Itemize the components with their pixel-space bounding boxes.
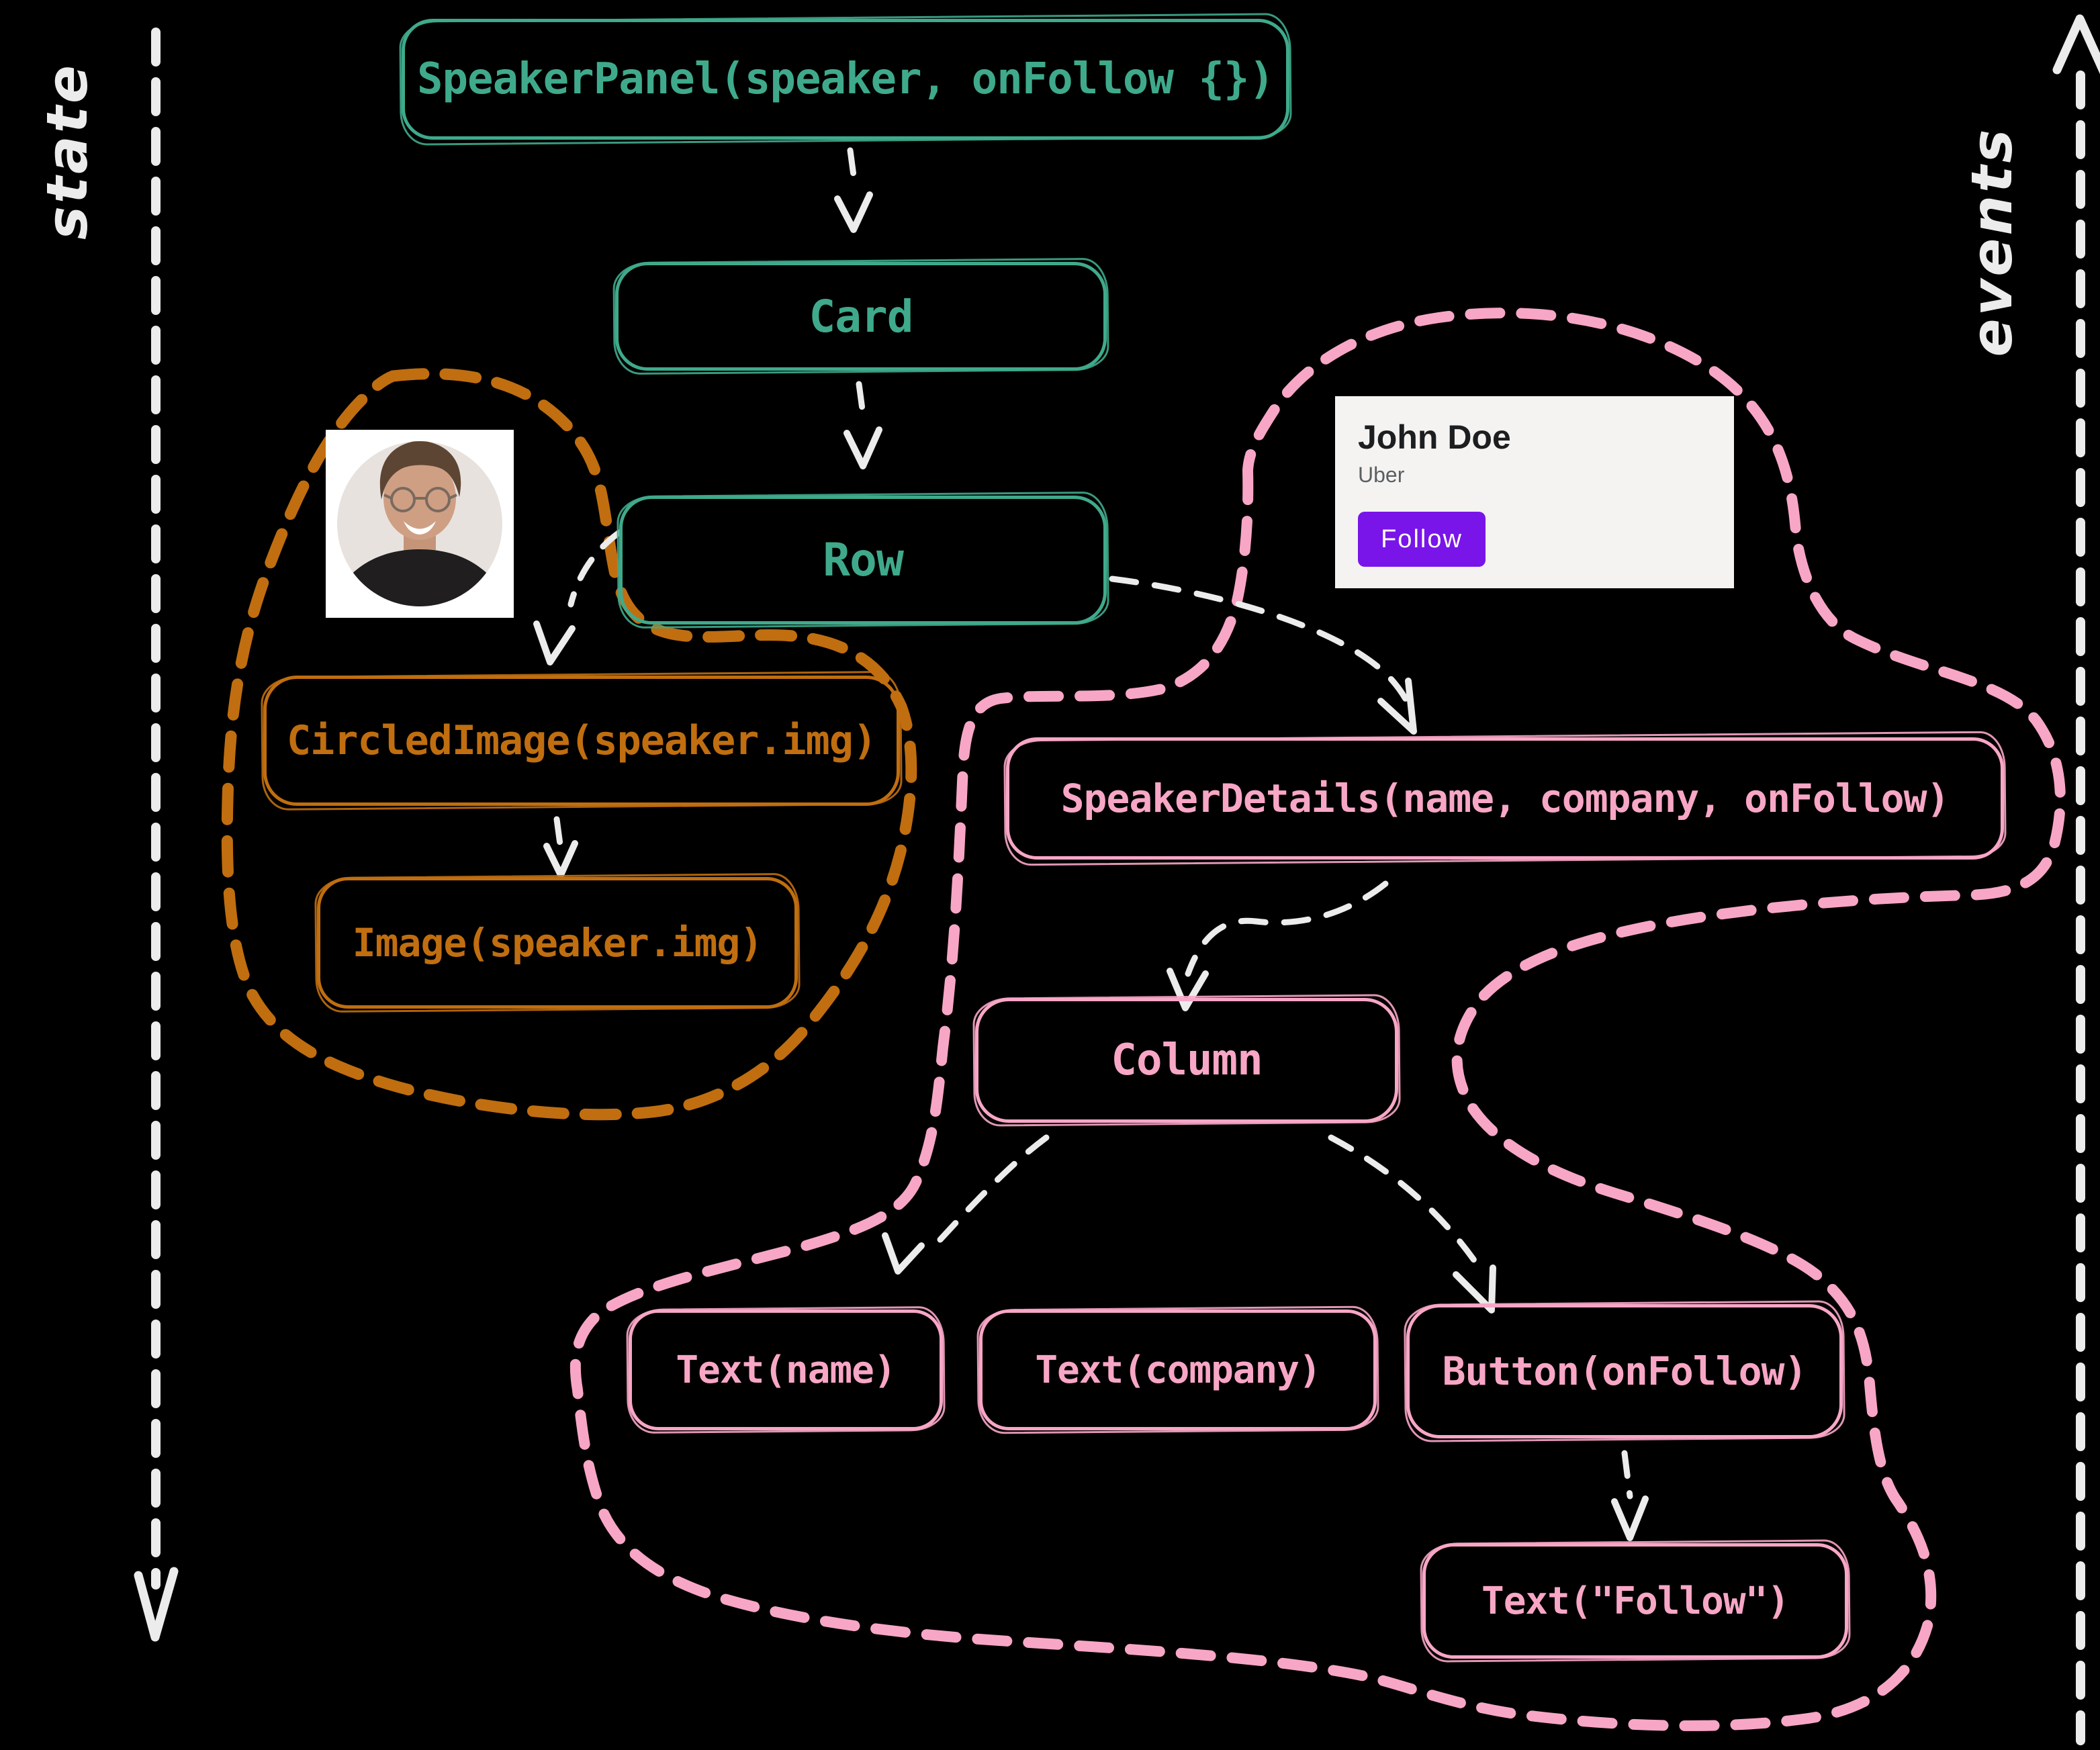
node-text-follow-label: Text("Follow") <box>1481 1579 1790 1623</box>
events-rail-label: events <box>1959 126 2025 357</box>
node-text-name: Text(name) <box>629 1309 943 1430</box>
follow-button[interactable]: Follow <box>1358 512 1486 567</box>
node-card-label: Card <box>809 290 914 342</box>
node-speaker-details-label: SpeakerDetails(name, company, onFollow) <box>1060 776 1950 821</box>
node-column-label: Column <box>1111 1035 1263 1085</box>
node-circled-image-label: CircledImage(speaker.img) <box>286 717 877 764</box>
arrow-card-to-row <box>843 381 882 469</box>
avatar-smile <box>404 521 436 535</box>
node-text-name-label: Text(name) <box>676 1348 896 1392</box>
node-text-company: Text(company) <box>979 1309 1377 1430</box>
node-column: Column <box>975 998 1398 1123</box>
arrow-speakerdetails-to-column <box>1167 880 1389 1011</box>
state-axis-arrow <box>134 28 179 1642</box>
node-speaker-panel: SpeakerPanel(speaker, onFollow {}) <box>402 19 1289 140</box>
node-speaker-details: SpeakerDetails(name, company, onFollow) <box>1006 737 2004 860</box>
arrow-circledimage-to-image <box>543 816 578 878</box>
node-image: Image(speaker.img) <box>317 877 798 1009</box>
arrow-row-to-circledimage <box>533 529 623 665</box>
arrow-button-to-textfollow <box>1611 1450 1649 1541</box>
events-axis-arrow <box>2052 14 2100 1745</box>
node-row-label: Row <box>823 533 904 587</box>
speaker-avatar-image <box>326 430 514 618</box>
arrow-row-to-speakerdetails <box>1109 575 1417 735</box>
state-rail-label: state <box>34 62 100 240</box>
node-button-onfollow: Button(onFollow) <box>1406 1304 1843 1438</box>
node-speaker-panel-label: SpeakerPanel(speaker, onFollow {}) <box>416 54 1275 104</box>
state-arrowhead-down-icon <box>134 1567 179 1642</box>
avatar-glasses <box>383 487 457 512</box>
node-text-company-label: Text(company) <box>1035 1348 1321 1392</box>
node-image-label: Image(speaker.img) <box>352 920 764 966</box>
preview-speaker-name: John Doe <box>1358 418 1511 456</box>
avatar-hair <box>379 441 461 500</box>
node-text-follow: Text("Follow") <box>1422 1543 1848 1659</box>
speaker-details-group-outline <box>569 308 2066 1731</box>
node-button-onfollow-label: Button(onFollow) <box>1442 1348 1808 1394</box>
speaker-details-preview-card: John Doe Uber Follow <box>1335 396 1734 588</box>
node-circled-image: CircledImage(speaker.img) <box>263 676 900 806</box>
arrow-column-to-button <box>1328 1134 1496 1314</box>
events-arrowhead-up-icon <box>2052 14 2100 75</box>
arrow-column-to-textname <box>882 1134 1050 1275</box>
node-card: Card <box>615 262 1107 371</box>
node-row: Row <box>619 496 1107 625</box>
preview-speaker-company: Uber <box>1358 463 1405 487</box>
arrow-speakerpanel-to-card <box>834 147 873 233</box>
